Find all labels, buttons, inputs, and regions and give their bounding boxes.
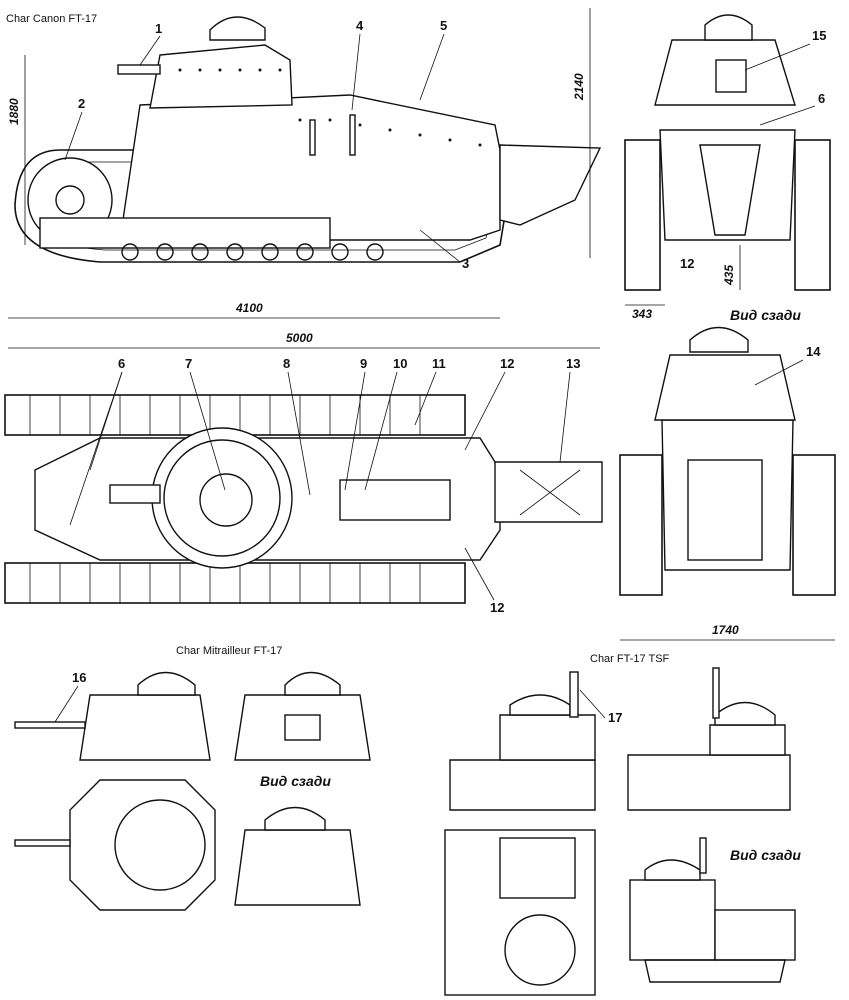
svg-text:8: 8 [283,356,290,371]
svg-text:6: 6 [818,91,825,106]
svg-text:5: 5 [440,18,447,33]
side-view-canon [14,16,602,263]
svg-text:11: 11 [432,356,446,371]
side-dimensions: 1880 2140 4100 5000 [7,8,600,349]
mitrailleur-views [14,671,371,911]
top-cupola [199,473,253,527]
rear-view-top [624,14,831,291]
title-mitrailleur: Char Mitrailleur FT-17 [176,645,282,657]
svg-text:15: 15 [812,28,826,43]
svg-text:14: 14 [806,344,821,359]
top-view-canon [4,394,603,604]
svg-text:6: 6 [118,356,125,371]
svg-text:3: 3 [462,256,469,271]
rear-front-dimensions: 1740 [620,623,835,641]
svg-text:16: 16 [72,670,86,685]
side-rivets [178,68,482,147]
tsf-rear-label: Вид сзади [730,847,801,863]
svg-text:13: 13 [566,356,580,371]
top-track-upper [4,394,466,436]
top-callouts: 6 7 8 9 10 11 12 13 12 [69,356,580,615]
svg-text:5000: 5000 [286,331,313,345]
side-callouts: 1 2 3 4 5 [64,18,469,271]
svg-text:435: 435 [722,265,736,286]
tsf-views [444,667,796,996]
svg-text:1880: 1880 [7,98,21,125]
rear-top-dimensions: 435 343 [625,245,741,321]
svg-text:1740: 1740 [712,623,739,637]
svg-text:2: 2 [78,96,85,111]
svg-text:12: 12 [500,356,514,371]
rear-view-front [619,326,836,596]
svg-text:4: 4 [356,18,364,33]
top-tail [494,461,603,523]
svg-text:10: 10 [393,356,407,371]
svg-text:9: 9 [360,356,367,371]
svg-text:4100: 4100 [235,301,263,315]
title-tsf: Char FT-17 TSF [590,653,670,665]
road-wheels [121,243,384,261]
mit-rear-label: Вид сзади [260,773,331,789]
top-track-lower [4,562,466,604]
rear-top-label: Вид сзади [730,307,801,323]
svg-text:2140: 2140 [572,73,586,101]
svg-text:17: 17 [608,710,622,725]
svg-text:1: 1 [155,21,162,36]
side-cupola [209,16,266,41]
side-turret [149,44,293,109]
side-gun [117,64,161,75]
svg-text:343: 343 [632,307,652,321]
svg-text:7: 7 [185,356,192,371]
title-canon: Char Canon FT-17 [6,13,97,25]
svg-text:12: 12 [490,600,504,615]
side-tail [499,144,602,226]
svg-text:12: 12 [680,256,694,271]
